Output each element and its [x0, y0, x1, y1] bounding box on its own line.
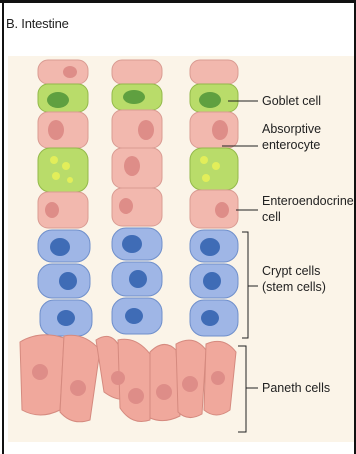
enterocyte-nucleus — [124, 156, 140, 176]
stem-cell-nucleus — [129, 270, 147, 288]
goblet-granule — [50, 156, 58, 164]
label-enteroendocrine-line1: Enteroendocrine — [262, 194, 354, 209]
paneth-cell — [60, 335, 100, 422]
goblet-cell — [38, 148, 88, 192]
stem-cell-nucleus — [59, 272, 77, 290]
stem-cell-nucleus — [50, 238, 70, 256]
paneth-nucleus — [70, 380, 86, 396]
paneth-nucleus — [156, 384, 172, 400]
label-paneth-cells: Paneth cells — [262, 381, 330, 396]
goblet-granule — [200, 156, 208, 164]
label-absorptive-line2: enterocyte — [262, 138, 320, 153]
enteroendocrine-nucleus — [45, 202, 59, 218]
stem-cell-nucleus — [201, 310, 219, 326]
label-crypt-line2: (stem cells) — [262, 280, 326, 295]
goblet-granule — [202, 174, 210, 182]
goblet-nucleus — [47, 92, 69, 108]
enterocyte — [112, 60, 162, 84]
stem-cell-nucleus — [57, 310, 75, 326]
crypt-column-middle — [112, 60, 162, 334]
goblet-granule — [67, 177, 73, 183]
enterocyte-nucleus — [48, 120, 64, 140]
crypt-column-left — [38, 60, 92, 336]
enterocyte — [112, 110, 162, 148]
crypt-bracket — [242, 232, 258, 338]
label-goblet-cell: Goblet cell — [262, 94, 321, 109]
enteroendocrine-cell — [190, 190, 238, 228]
label-absorptive-line1: Absorptive — [262, 122, 321, 137]
paneth-nucleus — [182, 376, 198, 392]
enterocyte-nucleus — [138, 120, 154, 140]
paneth-nucleus — [32, 364, 48, 380]
paneth-nucleus — [128, 388, 144, 404]
paneth-nucleus — [211, 371, 225, 385]
enterocyte — [190, 60, 238, 84]
enteroendocrine-nucleus — [215, 202, 229, 218]
stem-cell-nucleus — [203, 272, 221, 290]
paneth-nucleus — [111, 371, 125, 385]
goblet-granule — [212, 162, 220, 170]
stem-cell-nucleus — [125, 308, 143, 324]
goblet-granule — [62, 162, 70, 170]
label-crypt-line1: Crypt cells — [262, 264, 320, 279]
enterocyte-nucleus — [212, 120, 228, 140]
paneth-cell — [150, 344, 180, 420]
enterocyte-nucleus — [63, 66, 77, 78]
goblet-nucleus — [199, 92, 221, 108]
goblet-nucleus — [123, 90, 145, 104]
enteroendocrine-nucleus — [119, 198, 133, 214]
stem-cell-nucleus — [200, 238, 220, 256]
paneth-cells — [20, 335, 236, 422]
stem-cell-nucleus — [122, 235, 142, 253]
goblet-granule — [52, 172, 60, 180]
paneth-bracket — [238, 346, 258, 432]
label-enteroendocrine-line2: cell — [262, 210, 281, 225]
